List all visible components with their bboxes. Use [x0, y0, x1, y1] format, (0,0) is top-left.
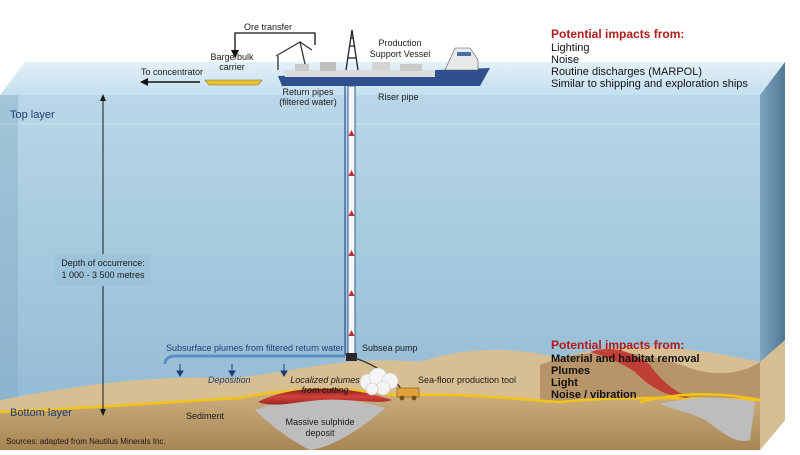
subsurface-plumes-label: Subsurface plumes from filtered return w…	[166, 343, 344, 353]
top-layer-label: Top layer	[10, 109, 55, 121]
vessel-crane	[275, 40, 313, 70]
seafloor-production-tool	[396, 387, 420, 398]
left-water-shade	[0, 95, 18, 450]
barge-label-2: carrier	[219, 62, 245, 72]
vessel-label: Production	[378, 38, 421, 48]
vessel-bridge	[444, 47, 479, 71]
deck-container	[372, 62, 390, 71]
deck-container	[400, 64, 422, 71]
impacts-surface-item: Routine discharges (MARPOL)	[551, 66, 702, 78]
depth-arrow-top	[100, 94, 106, 101]
deposition-arrows	[176, 364, 288, 377]
massive-sulphide-deposit-red	[258, 388, 392, 405]
ore-transfer-label: Ore transfer	[244, 22, 292, 32]
massive-sulphide-deposit-grey	[255, 398, 385, 450]
to-concentrator-arrowhead	[140, 78, 148, 86]
deposition-label: Deposition	[208, 375, 251, 385]
return-pipes-label-2: (filtered water)	[279, 97, 337, 107]
impacts-surface-item: Similar to shipping and exploration ship…	[551, 78, 748, 90]
return-pipes-label: Return pipes	[282, 87, 334, 97]
impacts-seafloor-title: Potential impacts from:	[551, 338, 684, 352]
source-label: Sources: adapted from Nautilus Minerals …	[6, 437, 166, 446]
seabed-front	[0, 389, 760, 450]
impacts-surface-item: Lighting	[551, 42, 590, 54]
subsea-pump-label: Subsea pump	[362, 343, 418, 353]
riser-flow-arrows	[348, 130, 355, 336]
bridge-windows	[457, 52, 471, 56]
vessel-derrick	[345, 29, 359, 71]
deck-container	[295, 64, 309, 71]
right-sediment-arc	[639, 393, 761, 404]
subsurface-plume-pipe	[163, 354, 345, 365]
barge-carrier	[204, 79, 263, 86]
localized-plumes-label: Localized plumes	[290, 375, 360, 385]
depth-indicator	[55, 94, 151, 416]
impacts-seafloor-item: Plumes	[551, 365, 590, 377]
depth-label: Depth of occurrence:	[61, 258, 145, 268]
deck-container	[320, 62, 336, 71]
surface-operations	[140, 29, 490, 86]
vessel-deck	[285, 70, 435, 77]
riser-pipe	[347, 85, 356, 359]
localized-plumes-label-2: from cutting	[301, 385, 348, 395]
bottom-layer-label: Bottom layer	[10, 407, 72, 419]
impacts-surface-title: Potential impacts from:	[551, 27, 684, 41]
massive-sulphide-label: Massive sulphide	[285, 417, 354, 427]
impacts-seafloor: Potential impacts from: Material and hab…	[551, 338, 700, 401]
right-vent-grey	[660, 397, 755, 441]
depth-label-bg	[55, 254, 151, 286]
seafloor-tool-label: Sea-floor production tool	[418, 375, 516, 385]
ore-transfer-arrowhead	[231, 50, 239, 58]
tool-track	[411, 395, 417, 401]
impacts-seafloor-item: Light	[551, 377, 578, 389]
ore-transfer-arrow	[234, 32, 316, 52]
labels: Ore transfer Barge/bulk carrier To conce…	[6, 22, 516, 446]
localized-plume-cloud	[359, 367, 399, 396]
impacts-seafloor-item: Noise / vibration	[551, 389, 637, 401]
riser-system	[163, 85, 403, 391]
tool-track	[399, 395, 405, 401]
riser-pipe-label: Riser pipe	[378, 92, 419, 102]
subsea-pump	[346, 353, 357, 361]
depth-arrow-bottom	[100, 409, 106, 416]
massive-sulphide-label-2: deposit	[305, 428, 335, 438]
to-concentrator-label: To concentrator	[141, 67, 203, 77]
sediment-label: Sediment	[186, 411, 225, 421]
vessel-label-2: Support Vessel	[370, 49, 431, 59]
depth-label-2: 1 000 - 3 500 metres	[61, 270, 145, 280]
right-vent-red	[590, 348, 690, 398]
production-support-vessel	[275, 29, 490, 86]
seafloor-tool-group	[359, 367, 420, 401]
impacts-surface-item: Noise	[551, 54, 579, 66]
impacts-seafloor-item: Material and habitat removal	[551, 353, 700, 365]
barge-label: Barge/bulk	[210, 52, 254, 62]
impacts-surface: Potential impacts from: Lighting Noise R…	[551, 27, 748, 90]
